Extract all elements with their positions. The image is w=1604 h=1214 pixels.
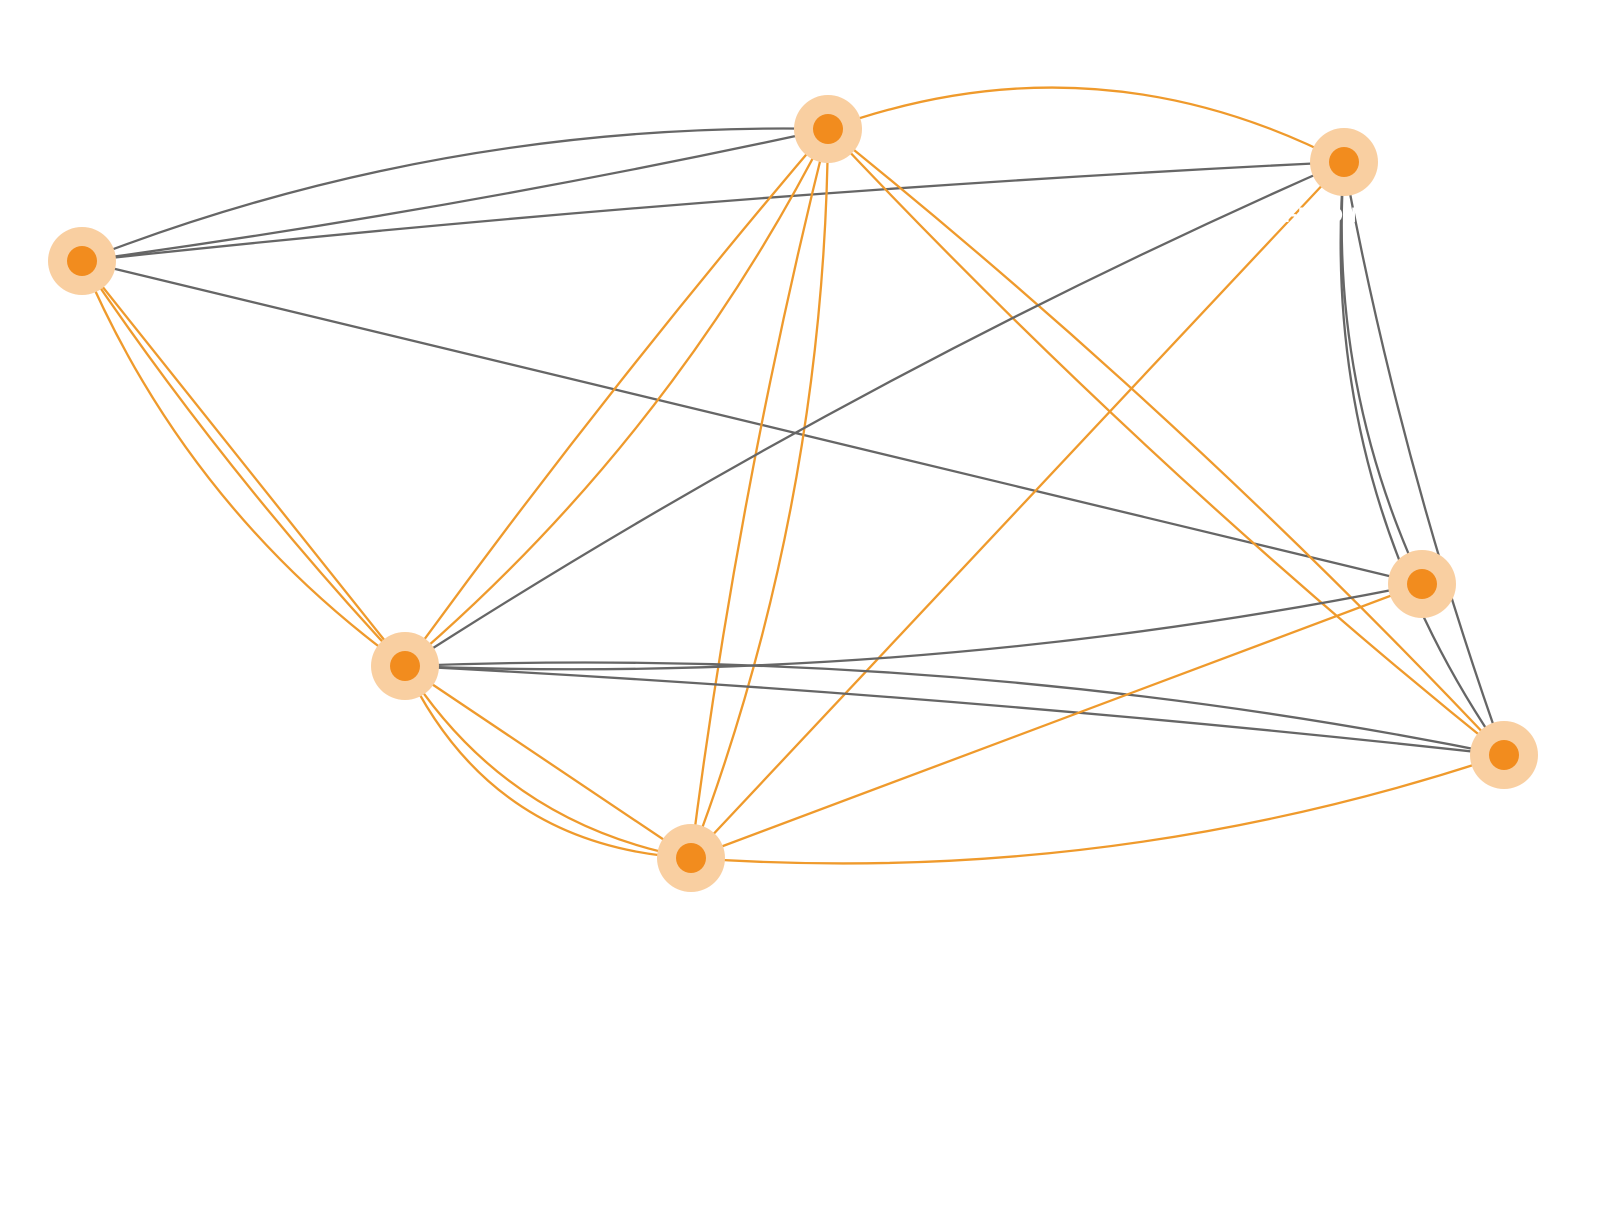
- node-pig-label: PIG: [671, 904, 710, 927]
- node-feed-mill-label: FEED MILL: [1284, 204, 1404, 227]
- node-feed-mill[interactable]: FEED MILL: [1284, 128, 1404, 227]
- edge-chicken-to-pig: [690, 753, 1505, 865]
- edge-eggs-to-feed-mill: [827, 86, 1345, 164]
- edge-other-to-pig: [690, 582, 1423, 860]
- node-pig-dot[interactable]: [676, 843, 706, 873]
- edge-feed-lot-to-pig: [404, 665, 692, 860]
- edge-eggs-to-chicken: [827, 128, 1505, 756]
- node-feed-mill-dot[interactable]: [1329, 147, 1359, 177]
- edge-feed-mill-to-red-meat: [81, 160, 1345, 263]
- node-red-meat-label: RED MEAT: [24, 198, 140, 221]
- node-feed-lot[interactable]: FEED LOT: [236, 632, 439, 700]
- edge-eggs-to-pig: [689, 128, 830, 859]
- edge-feed-mill-to-feed-lot: [404, 160, 1345, 667]
- node-other-dot[interactable]: [1407, 569, 1437, 599]
- node-feed-lot-label: FEED LOT: [236, 664, 348, 687]
- edge-feed-mill-to-chicken: [1342, 161, 1506, 756]
- edge-feed-lot-to-other: [404, 582, 1423, 671]
- edge-feed-lot-to-chicken: [404, 661, 1505, 757]
- edge-feed-mill-to-pig: [690, 161, 1345, 859]
- node-other-label: OTHER: [1470, 574, 1549, 597]
- edge-eggs-to-feed-lot: [404, 128, 830, 667]
- edge-feed-lot-to-pig: [404, 665, 692, 859]
- edge-eggs-to-red-meat: [81, 127, 829, 263]
- edge-red-meat-to-other: [81, 259, 1423, 586]
- edge-eggs-to-red-meat: [81, 127, 829, 263]
- node-pig[interactable]: PIG: [657, 824, 725, 927]
- edge-eggs-to-chicken: [827, 128, 1505, 756]
- edge-layer: [80, 86, 1506, 865]
- node-eggs[interactable]: EGGS: [794, 65, 862, 163]
- edge-feed-lot-to-pig: [403, 665, 692, 860]
- edge-red-meat-to-feed-lot: [81, 260, 406, 667]
- node-eggs-label: EGGS: [796, 65, 861, 88]
- edge-eggs-to-pig: [689, 128, 830, 859]
- node-feed-lot-dot[interactable]: [390, 651, 420, 681]
- node-eggs-dot[interactable]: [813, 114, 843, 144]
- node-chicken-label: CHICKEN: [1459, 795, 1562, 818]
- edge-red-meat-to-feed-lot: [80, 260, 406, 667]
- node-chicken[interactable]: CHICKEN: [1459, 721, 1562, 818]
- node-other[interactable]: OTHER: [1388, 550, 1549, 618]
- node-red-meat[interactable]: RED MEAT: [24, 198, 140, 295]
- edge-feed-mill-to-chicken: [1339, 161, 1505, 756]
- node-red-meat-dot[interactable]: [67, 246, 97, 276]
- node-chicken-dot[interactable]: [1489, 740, 1519, 770]
- edge-eggs-to-feed-lot: [404, 128, 829, 667]
- edge-red-meat-to-feed-lot: [81, 260, 406, 667]
- edge-feed-lot-to-chicken: [404, 664, 1505, 757]
- node-layer: EGGS FEED MILL RED MEAT OTHER FEED LOT CHICKE…: [24, 65, 1562, 927]
